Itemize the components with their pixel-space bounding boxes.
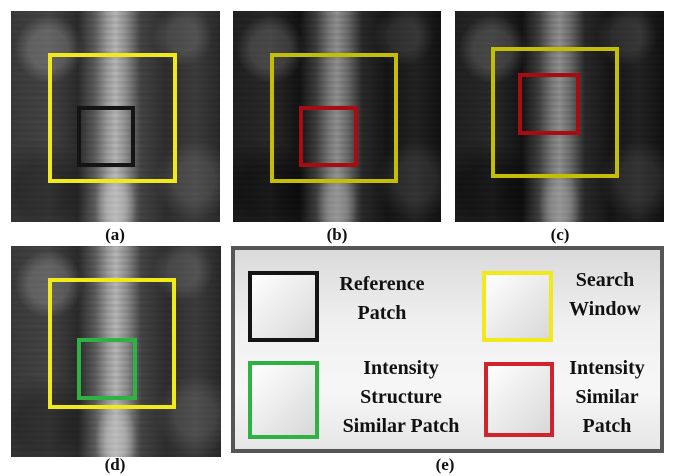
panel-a-image (11, 11, 220, 222)
legend-reference-patch-swatch (248, 271, 319, 342)
panel-d-caption: (d) (104, 455, 126, 474)
legend-structure-similar-patch-swatch (248, 361, 319, 439)
legend-box: Reference Patch Search Window Intensity … (231, 246, 664, 453)
panel-c-image (455, 11, 664, 222)
legend-reference-patch-label: Reference Patch (339, 273, 425, 324)
legend-search-window-swatch (482, 271, 553, 342)
panel-c-caption: (c) (550, 225, 570, 244)
panel-a-reference-patch (77, 106, 135, 167)
panel-c-similar-patch (518, 73, 580, 135)
panel-b-image (233, 11, 441, 222)
panel-d-structure-similar-patch (77, 338, 137, 400)
legend-search-window-label: Search Window (569, 269, 641, 320)
panel-b-search-window (270, 53, 398, 183)
panel-b-similar-patch (299, 106, 358, 167)
panel-a-search-window (48, 53, 177, 183)
legend-caption: (e) (435, 455, 455, 474)
panel-d-image (11, 246, 221, 457)
panel-b-caption: (b) (326, 225, 348, 244)
panel-c-search-window (491, 47, 619, 178)
legend-intensity-similar-patch-swatch (484, 362, 554, 437)
legend-structure-similar-patch-label: Intensity Structure Similar Patch (342, 357, 460, 437)
legend-intensity-similar-patch-label: Intensity Similar Patch (569, 357, 645, 437)
panel-a-caption: (a) (105, 225, 125, 244)
panel-d-search-window (48, 278, 176, 409)
